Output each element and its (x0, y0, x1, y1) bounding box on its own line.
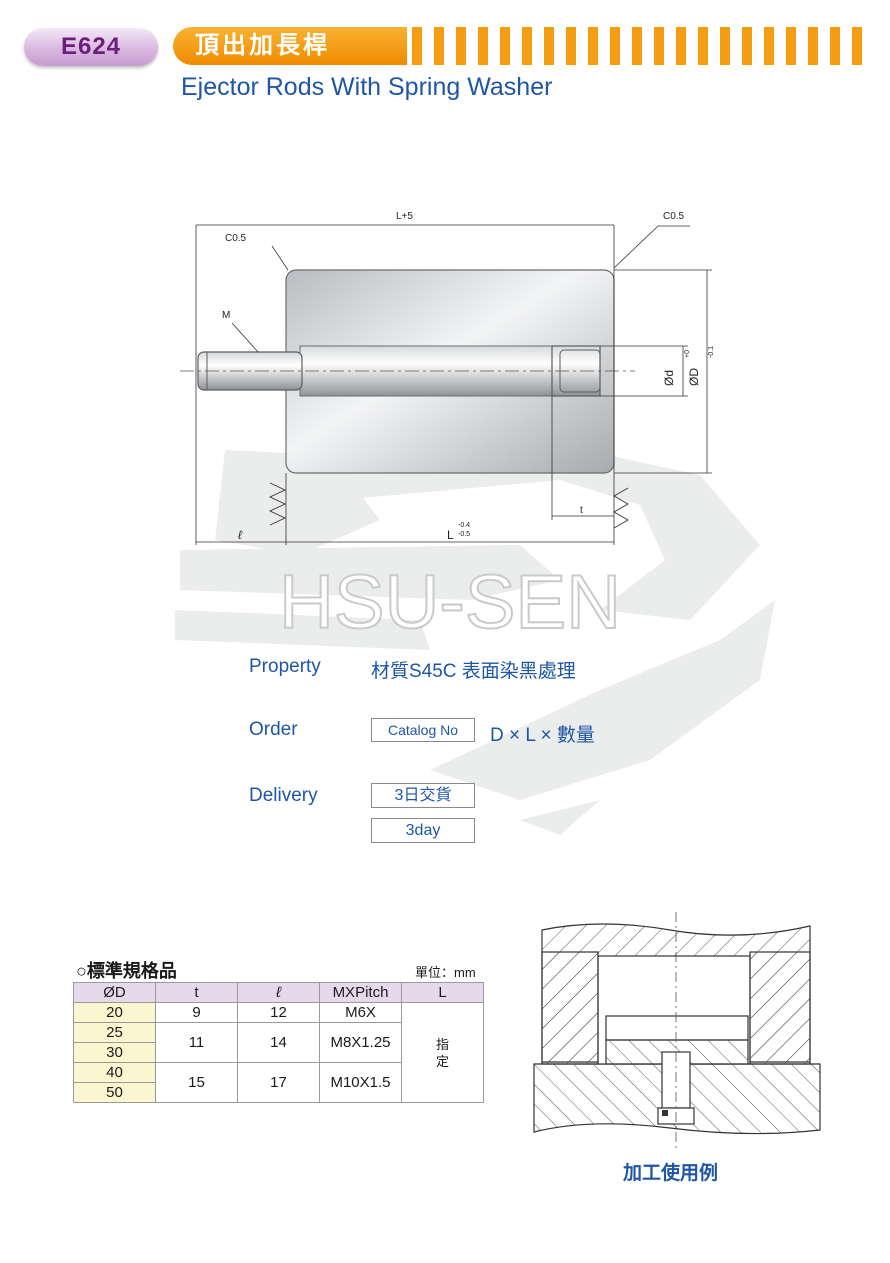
spec-table-unit: 單位：mm (415, 965, 476, 980)
dim-t: t (580, 505, 583, 516)
dim-phi-D: ØD (687, 368, 701, 386)
header-cell: t (155, 982, 238, 1003)
cell-t: 9 (155, 1002, 238, 1023)
cell-l-line2: 定 (435, 1053, 449, 1069)
dim-ell: ℓ (238, 528, 243, 542)
usage-example-drawing (533, 912, 821, 1148)
usage-example-caption: 加工使用例 (623, 1163, 719, 1184)
cell-d: 20 (73, 1002, 156, 1023)
table-row: 25 11 14 M8X1.25 (73, 1022, 484, 1063)
dim-chamfer-left: C0.5 (225, 233, 247, 244)
delivery-label: Delivery (249, 785, 318, 806)
spec-table-title: ○標準規格品 (76, 961, 177, 981)
dim-L-tol-lower: -0.5 (458, 531, 470, 538)
table-header-row: ØD t ℓ MXPitch L (73, 982, 484, 1003)
property-label: Property (249, 656, 321, 677)
header-cell: ØD (73, 982, 156, 1003)
order-label: Order (249, 719, 298, 740)
header-cell: ℓ (237, 982, 320, 1003)
cell-pitch: M10X1.5 (319, 1062, 402, 1103)
header-cell: L (401, 982, 484, 1003)
cell-l-line1: 指 (435, 1036, 449, 1052)
cell-ell: 14 (237, 1022, 320, 1063)
cell-ell: 17 (237, 1062, 320, 1103)
table-row: 20 9 12 M6X 指 定 (73, 1002, 484, 1103)
cell-pitch: M6X (319, 1002, 402, 1023)
watermark-text: HSU-SEN (279, 560, 621, 645)
dim-phi-d: Ød (662, 370, 676, 386)
dim-L-tol-upper: -0.4 (458, 522, 470, 529)
product-title-en: Ejector Rods With Spring Washer (181, 73, 553, 101)
dim-phi-d-tol: +0 (684, 350, 691, 358)
table-row: 40 15 17 M10X1.5 (73, 1062, 484, 1103)
delivery-box-en: 3day (371, 818, 475, 843)
cell-d: 30 (73, 1042, 156, 1063)
cell-t: 11 (155, 1022, 238, 1063)
dim-l-total: L+5 (396, 211, 413, 222)
cell-d: 50 (73, 1082, 156, 1103)
cell-pitch: M8X1.25 (319, 1022, 402, 1063)
table-row: 50 (73, 1082, 484, 1103)
spec-table: ØD t ℓ MXPitch L 20 9 12 M6X 指 定 25 11 1… (73, 982, 484, 1103)
dim-phi-D-tol: -0.1 (708, 346, 715, 358)
product-code-badge: E624 (24, 28, 158, 66)
order-formula: D × L × 數量 (490, 725, 595, 746)
dim-L: L (447, 528, 454, 542)
delivery-box-cn: 3日交貨 (371, 783, 475, 808)
dim-m: M (222, 310, 230, 321)
watermark-logo (175, 445, 775, 835)
cell-d: 25 (73, 1022, 156, 1043)
catalog-no-box: Catalog No (371, 718, 475, 742)
cell-ell: 12 (237, 1002, 320, 1023)
table-row: 30 (73, 1042, 484, 1063)
product-title-cn: 頂出加長桿 (173, 27, 407, 65)
dim-chamfer-right: C0.5 (663, 211, 685, 222)
header-cell: MXPitch (319, 982, 402, 1003)
property-value: 材質S45C 表面染黑處理 (371, 661, 576, 682)
header-stripes (412, 27, 862, 65)
cell-l: 指 定 (401, 1002, 484, 1103)
cell-d: 40 (73, 1062, 156, 1083)
cell-t: 15 (155, 1062, 238, 1103)
